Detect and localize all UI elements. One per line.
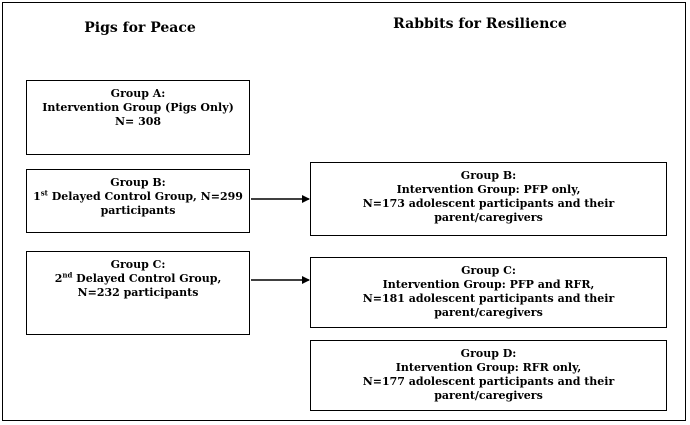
box-line: 1st Delayed Control Group, N=299 <box>27 188 249 204</box>
box-rfr-group-b: Group B: Intervention Group: PFP only, N… <box>310 162 667 236</box>
heading-pigs-for-peace: Pigs for Peace <box>84 20 196 36</box>
box-title: Group C: <box>461 264 516 277</box>
box-line: Intervention Group: RFR only, <box>395 361 582 374</box>
box-line: Intervention Group: PFP and RFR, <box>382 278 595 291</box>
box-pfp-group-a: Group A: Intervention Group (Pigs Only) … <box>26 80 250 155</box>
box-line: N= 308 <box>114 115 162 128</box>
box-line: parent/caregivers <box>434 211 543 224</box>
diagram-frame <box>2 2 686 421</box>
heading-rabbits-for-resilience: Rabbits for Resilience <box>393 16 567 32</box>
box-title: Group B: <box>110 176 166 189</box>
box-title: Group B: <box>460 169 517 182</box>
box-line: Intervention Group: PFP only, <box>396 183 581 196</box>
box-line: 2nd Delayed Control Group, <box>27 270 249 286</box>
box-line: participants <box>100 204 176 217</box>
box-line: N=173 adolescent participants and their <box>362 197 615 210</box>
box-title: Group A: <box>110 87 166 100</box>
ordinal-suffix: st <box>40 188 48 198</box>
box-line: parent/caregivers <box>434 389 543 402</box>
ordinal-suffix: nd <box>62 270 73 280</box>
box-line: parent/caregivers <box>434 306 543 319</box>
box-title: Group C: <box>110 258 166 271</box>
box-line-rest: Delayed Control Group, <box>72 272 222 285</box>
box-title: Group D: <box>460 347 517 360</box>
ordinal-number: 2 <box>54 272 63 285</box>
box-rfr-group-c: Group C: Intervention Group: PFP and RFR… <box>310 257 667 328</box>
box-line: N=177 adolescent participants and their <box>362 375 615 388</box>
ordinal-number: 1 <box>33 190 41 203</box>
box-pfp-group-b: Group B: 1st Delayed Control Group, N=29… <box>26 169 250 233</box>
box-rfr-group-d: Group D: Intervention Group: RFR only, N… <box>310 340 667 411</box>
box-line-rest: Delayed Control Group, N=299 <box>47 190 243 203</box>
box-line: Intervention Group (Pigs Only) <box>42 101 234 114</box>
box-line: N=181 adolescent participants and their <box>362 292 615 305</box>
box-line: N=232 participants <box>77 286 199 299</box>
box-pfp-group-c: Group C: 2nd Delayed Control Group, N=23… <box>26 251 250 335</box>
